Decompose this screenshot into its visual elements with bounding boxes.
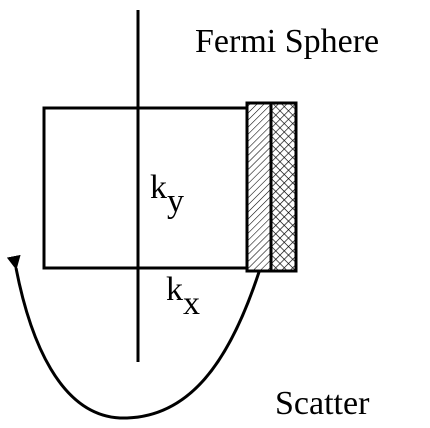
fermi-square [42, 106, 249, 270]
title-label: Fermi Sphere [195, 23, 379, 60]
scatter-arrow [6, 254, 261, 420]
shell-strip-cross-hatch [269, 101, 298, 273]
ky-label: ky [150, 169, 184, 220]
shell-strip-diagonal-hatch [245, 101, 273, 273]
kx-label: kx [166, 271, 200, 322]
scatter-label: Scatter [275, 385, 370, 422]
